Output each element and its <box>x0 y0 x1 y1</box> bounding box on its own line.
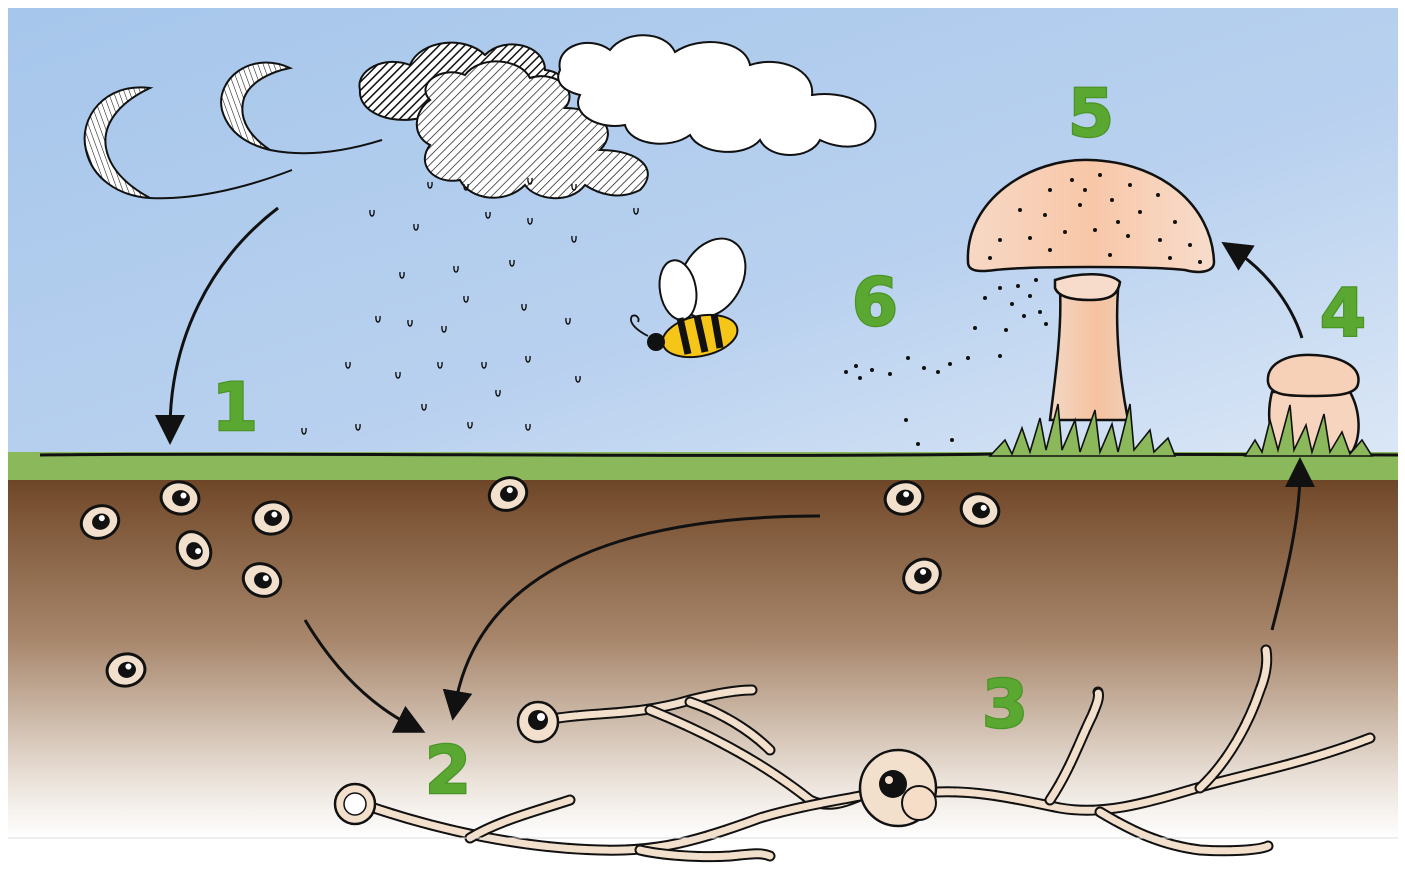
cap-dot <box>1156 193 1160 197</box>
cap-dot <box>1018 208 1022 212</box>
spore-dust-dot <box>1022 314 1026 318</box>
spore-dust-dot <box>1016 284 1020 288</box>
cap-dot <box>1098 173 1102 177</box>
cap-dot <box>1168 256 1172 260</box>
spore-dust-dot <box>950 438 954 442</box>
cap-dot <box>1173 220 1177 224</box>
spore-dust-dot <box>948 362 952 366</box>
spore-dust-dot <box>922 366 926 370</box>
cap-dot <box>998 238 1002 242</box>
cap-dot <box>1043 213 1047 217</box>
cap-dot <box>1110 198 1114 202</box>
spore-dust-dot <box>870 368 874 372</box>
cap-dot <box>1063 230 1067 234</box>
spore-dust-dot <box>904 418 908 422</box>
cap-dot <box>1198 260 1202 264</box>
step-label-5: 5 <box>1068 75 1114 152</box>
spore-dust-dot <box>858 376 862 380</box>
spore-dust-dot <box>936 370 940 374</box>
spore-dust-dot <box>854 364 858 368</box>
cap-dot <box>1093 228 1097 232</box>
cap-dot <box>1028 236 1032 240</box>
cap-dot <box>1108 253 1112 257</box>
cap-dot <box>1048 248 1052 252</box>
spore-dust-dot <box>1038 310 1042 314</box>
spore-dust-dot <box>998 286 1002 290</box>
soil <box>8 476 1398 838</box>
spore-dust-dot <box>1010 302 1014 306</box>
spore-dust-dot <box>906 356 910 360</box>
cap-dot <box>1078 203 1082 207</box>
cap-dot <box>1083 188 1087 192</box>
cap-dot <box>1188 243 1192 247</box>
spore-dust-dot <box>1028 294 1032 298</box>
cap-dot <box>1138 210 1142 214</box>
ground-line <box>40 454 1398 455</box>
hypha-thread-fill <box>640 850 770 857</box>
cap-dot <box>1158 238 1162 242</box>
cap-dot <box>1126 234 1130 238</box>
cap-dot <box>988 256 992 260</box>
spore-dust-dot <box>888 372 892 376</box>
spore-dust-dot <box>973 326 977 330</box>
spore-dust-dot <box>1034 278 1038 282</box>
spore-dust-dot <box>916 442 920 446</box>
spore-dust-dot <box>1004 328 1008 332</box>
spore-dust-dot <box>998 354 1002 358</box>
cap-dot <box>1070 178 1074 182</box>
step-label-3: 3 <box>982 666 1028 743</box>
step-label-6: 6 <box>852 264 898 341</box>
spore-dust-dot <box>966 356 970 360</box>
spore-dust-dot <box>844 370 848 374</box>
cap-dot <box>1116 220 1120 224</box>
spore-dust-dot <box>1044 322 1048 326</box>
cap-dot <box>1048 188 1052 192</box>
step-label-1: 1 <box>212 369 258 446</box>
step-label-4: 4 <box>1320 275 1366 352</box>
spore-dust-dot <box>983 296 987 300</box>
step-label-2: 2 <box>425 732 471 809</box>
cap-dot <box>1128 183 1132 187</box>
